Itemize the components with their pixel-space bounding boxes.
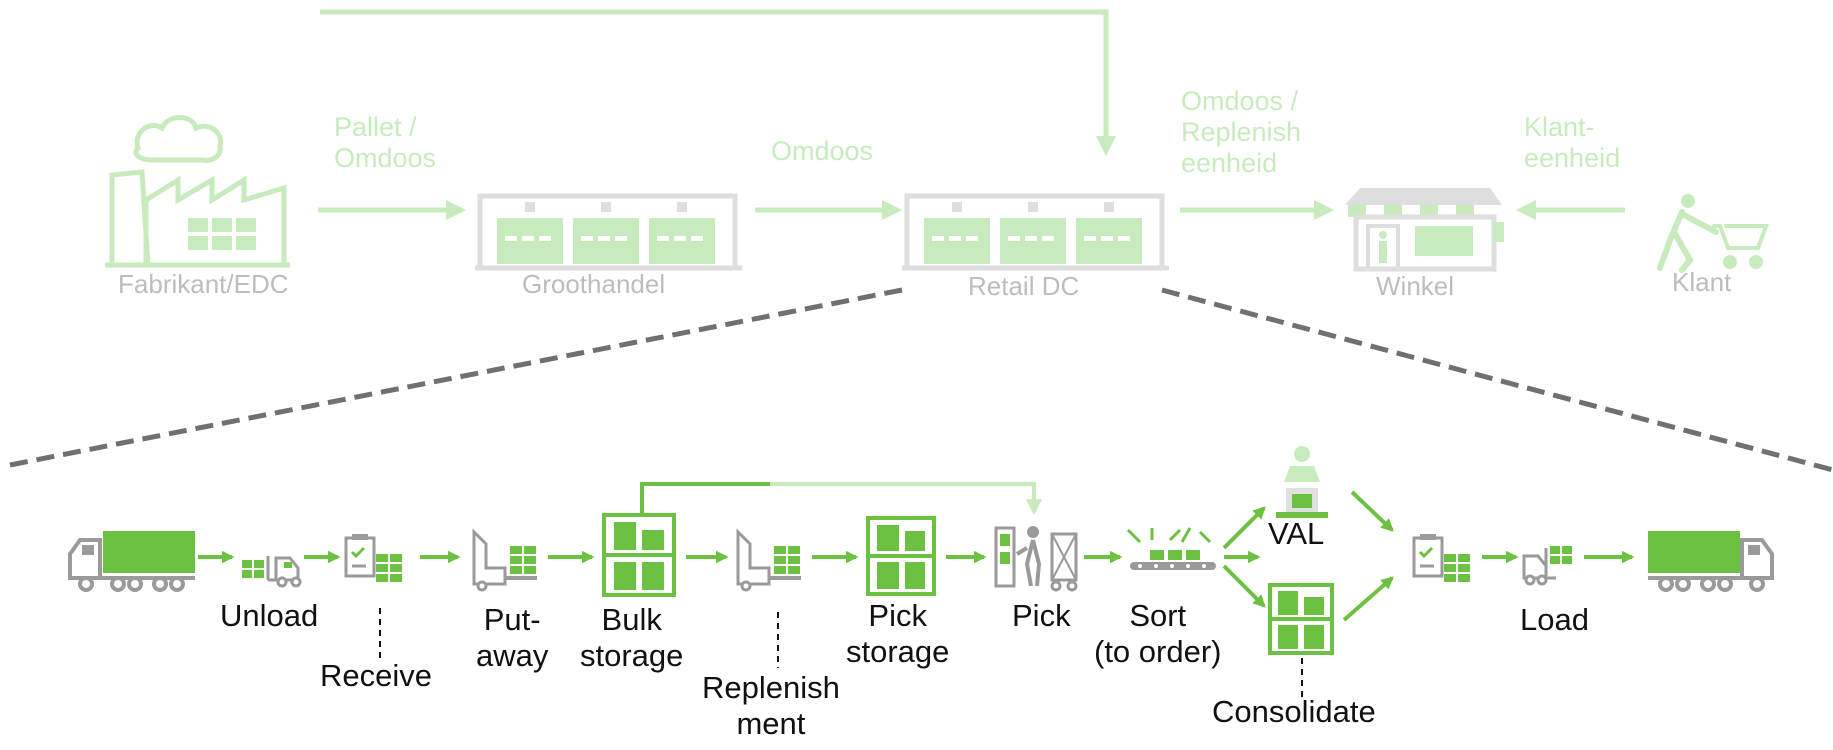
flow-label-pallet: Pallet / Omdoos [334,112,437,174]
outbound-truck-icon [1648,531,1774,592]
factory-icon [105,115,290,268]
node-label-manufacturer: Fabrikant/EDC [118,269,289,299]
val-workstation-icon [1276,446,1328,518]
step-label-unload: Unload [220,598,319,633]
step-label-consolidate: Consolidate [1212,694,1376,729]
step-label-pick: Pick [1012,598,1071,633]
step-label-val: VAL [1268,516,1325,551]
bulk-storage-rack-icon [602,513,676,597]
zoom-line-right [1161,287,1833,473]
node-label-retail-dc: Retail DC [968,271,1080,301]
step-label-sort: Sort (to order) [1094,598,1222,669]
process-arrows [198,490,1635,622]
store-icon [1345,188,1504,272]
sorter-icon [1126,527,1216,570]
wholesaler-warehouse-icon [475,193,742,271]
step-label-receive: Receive [320,658,432,693]
inbound-truck-icon [68,531,195,592]
order-picker-icon [994,526,1078,592]
consolidate-rack-icon [1268,583,1334,655]
retail-dc-warehouse-icon [902,193,1169,271]
forklift-load-icon [1522,546,1572,586]
direct-flow-arrow [320,9,1116,156]
step-label-pick-storage: Pick storage [846,598,950,669]
bulk-to-pick-bypass [640,482,770,514]
step-label-putaway: Put- away [476,602,549,673]
arrow-to-consolidate [1222,564,1266,608]
arrow-to-val [1222,506,1266,550]
node-label-customer: Klant [1672,267,1732,297]
flow-label-klant: Klant- eenheid [1524,112,1621,174]
step-label-load: Load [1520,602,1589,637]
receive-clipboard-icon [344,534,402,582]
putaway-truck-icon [472,528,537,592]
customer-with-cart-icon [1657,194,1769,273]
pick-storage-rack-icon [866,516,936,596]
flow-label-omdoos: Omdoos [771,136,874,166]
replenishment-truck-icon [736,528,801,592]
zoom-line-left [9,287,903,468]
node-label-store: Winkel [1376,271,1455,301]
flow-label-replenish: Omdoos / Replenish eenheid [1181,86,1302,179]
step-label-bulk: Bulk storage [580,602,684,673]
step-label-replenishment: Replenish ment [702,670,840,741]
node-label-wholesaler: Groothandel [522,269,666,299]
arrow-from-val [1350,490,1394,532]
check-clipboard-icon [1412,534,1470,582]
forklift-unload-icon [242,556,302,588]
arrow-from-consolidate [1342,576,1394,622]
